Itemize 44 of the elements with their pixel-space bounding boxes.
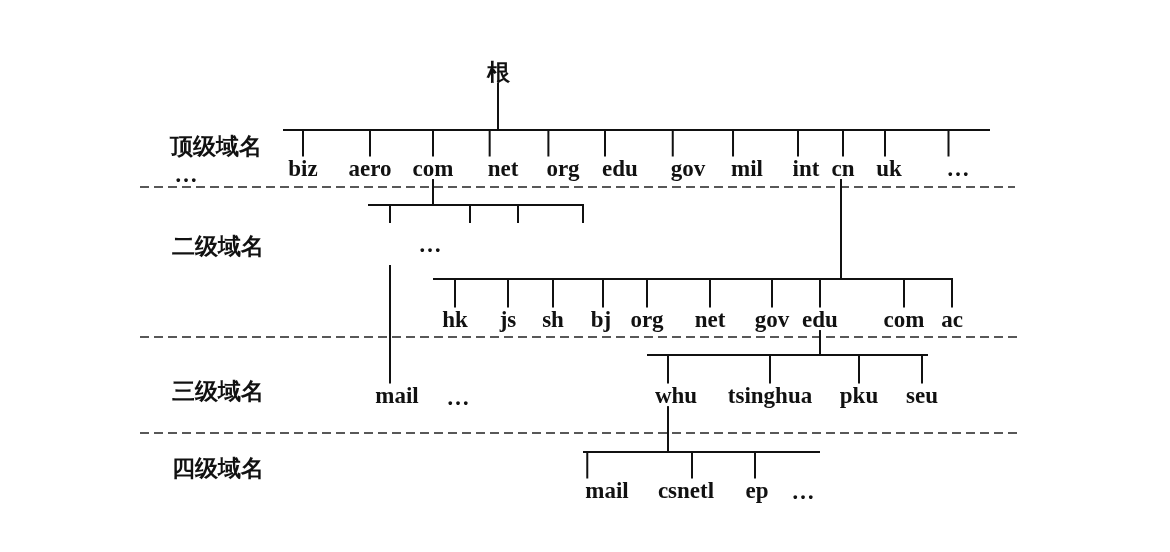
level-label: 四级域名 [172,456,264,480]
ellipsis: … [791,479,815,503]
domain-label: aero [348,156,392,180]
domain-label: mail [585,478,629,502]
level-label: 三级域名 [172,379,264,403]
ellipsis: … [418,232,442,256]
tree-line [667,405,756,480]
tree-line [819,329,923,385]
domain-label: pku [839,383,879,407]
domain-label: mail [375,383,419,407]
level-label: 顶级域名 [170,134,262,158]
domain-label: net [694,307,726,331]
domain-label: org [546,156,580,180]
level-label: 二级域名 [172,234,264,258]
ellipsis: … [446,385,470,409]
root-label: 根 [486,60,510,84]
domain-label: hk [442,307,468,331]
domain-label: seu [906,383,938,407]
domain-label: cn [831,156,855,180]
domain-label: biz [288,156,318,180]
domain-label: bj [590,307,612,331]
domain-label: sh [542,307,564,331]
domain-label: ac [941,307,963,331]
domain-label: csnetl [657,478,715,502]
domain-label: edu [802,307,838,331]
domain-label: gov [670,156,706,180]
domain-label: uk [876,156,902,180]
domain-label: mil [731,156,763,180]
domain-label: edu [602,156,638,180]
ellipsis: … [174,162,198,186]
tree-line [432,178,584,224]
domain-label: … [946,156,970,180]
domain-label: int [792,156,820,180]
domain-label: tsinghua [727,383,813,407]
domain-label: gov [754,307,790,331]
domain-label: whu [654,383,698,407]
domain-label: ep [745,478,769,502]
tree-line [389,264,391,385]
domain-label: com [883,307,925,331]
domain-label: js [499,307,517,331]
domain-label: net [487,156,519,180]
tree-line [840,178,953,309]
domain-label: com [412,156,454,180]
domain-label: org [630,307,664,331]
